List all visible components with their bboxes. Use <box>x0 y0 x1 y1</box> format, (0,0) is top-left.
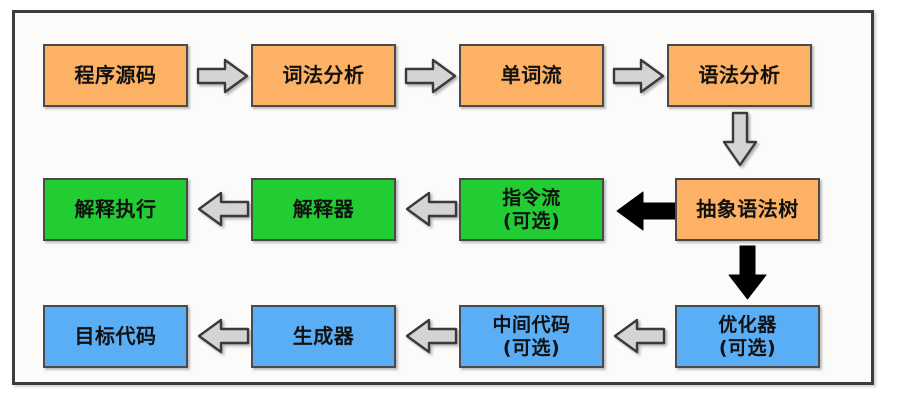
arrow-generator-to-target <box>197 318 250 354</box>
node-intermediate-code[interactable]: 中间代码 (可选) <box>459 305 604 368</box>
node-interpret-execute-label: 解释执行 <box>74 196 157 221</box>
arrow-optimizer-to-ir <box>613 318 666 354</box>
node-interpreter[interactable]: 解释器 <box>251 178 396 241</box>
node-token-stream-label: 单词流 <box>500 62 563 87</box>
node-optimizer-label: 优化器 <box>718 314 777 337</box>
node-token-stream[interactable]: 单词流 <box>459 44 604 107</box>
arrow-ir-to-generator <box>405 318 458 354</box>
node-lexical-analysis[interactable]: 词法分析 <box>251 44 396 107</box>
node-generator-label: 生成器 <box>292 323 355 348</box>
node-lexical-analysis-label: 词法分析 <box>282 62 365 87</box>
arrow-interpreter-to-exec <box>197 191 250 227</box>
node-generator[interactable]: 生成器 <box>251 305 396 368</box>
node-source-code[interactable]: 程序源码 <box>43 44 188 107</box>
diagram-frame: 程序源码 词法分析 单词流 语法分析 <box>12 10 874 385</box>
arrow-syntax-to-ast <box>721 111 759 168</box>
arrow-source-to-lexical <box>196 58 249 94</box>
arrow-ast-to-instr <box>615 191 677 231</box>
node-interpreter-label: 解释器 <box>292 196 355 221</box>
node-abstract-syntax-tree[interactable]: 抽象语法树 <box>675 178 820 241</box>
node-intermediate-code-label: 中间代码 <box>492 314 571 337</box>
node-optimizer[interactable]: 优化器 (可选) <box>675 305 820 368</box>
node-interpret-execute[interactable]: 解释执行 <box>43 178 188 241</box>
node-instruction-stream[interactable]: 指令流 (可选) <box>459 178 604 241</box>
arrow-ast-to-optimizer <box>727 245 769 301</box>
node-instruction-stream-label: 指令流 <box>502 187 561 210</box>
node-syntax-analysis[interactable]: 语法分析 <box>667 44 812 107</box>
node-optimizer-sublabel: (可选) <box>718 336 777 359</box>
node-intermediate-code-sublabel: (可选) <box>502 336 561 359</box>
arrow-lexical-to-token <box>404 58 457 94</box>
node-target-code-label: 目标代码 <box>74 323 157 348</box>
node-syntax-analysis-label: 语法分析 <box>698 62 781 87</box>
node-source-code-label: 程序源码 <box>74 62 157 87</box>
arrow-token-to-syntax <box>612 58 665 94</box>
arrow-instr-to-interpreter <box>405 191 458 227</box>
node-abstract-syntax-tree-label: 抽象语法树 <box>696 196 799 221</box>
node-target-code[interactable]: 目标代码 <box>43 305 188 368</box>
node-instruction-stream-sublabel: (可选) <box>502 209 561 232</box>
